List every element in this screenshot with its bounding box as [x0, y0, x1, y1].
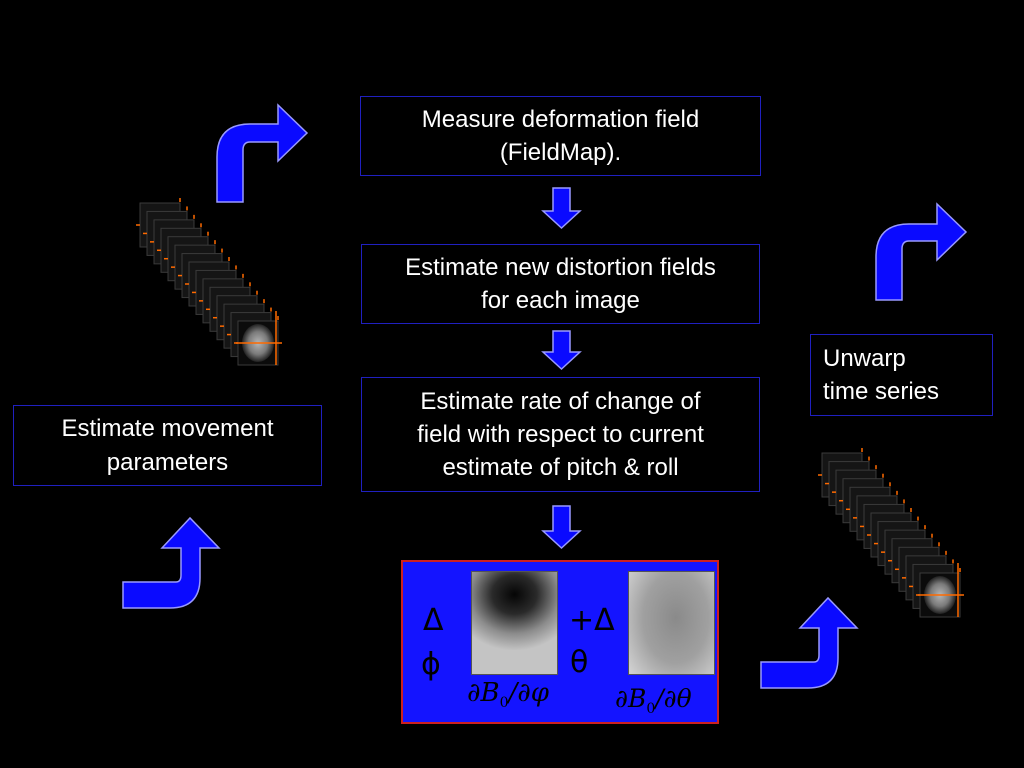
- step-text-line: Estimate new distortion fields: [405, 253, 716, 281]
- fieldmap-derivative-theta-image: [628, 571, 715, 675]
- phi-symbol: ϕ: [421, 647, 441, 682]
- formula-sub: 0: [646, 701, 656, 717]
- formula-partial: ∂: [467, 678, 481, 708]
- step-estimate-movement: Estimate movement parameters: [13, 405, 322, 486]
- down-arrow-icon: [541, 505, 582, 550]
- brain-volume-stack-icon: [818, 448, 964, 618]
- theta-symbol: θ: [570, 645, 589, 680]
- step-text-line: estimate of pitch & roll: [442, 454, 679, 482]
- curved-arrow-icon: [216, 103, 309, 203]
- step-text-line: Estimate rate of change of: [420, 387, 701, 415]
- derivative-equation-panel: Δ ϕ +Δ θ ∂B0/∂φ ∂B0/∂θ: [401, 560, 719, 724]
- brain-volume-stack-icon: [136, 198, 282, 366]
- formula-wrt: φ: [530, 678, 549, 708]
- step-text-line: for each image: [481, 287, 640, 314]
- formula-var: B: [627, 684, 647, 713]
- curved-arrow-icon: [122, 516, 221, 609]
- down-arrow-icon: [541, 187, 582, 230]
- formula-partial: ∂: [615, 684, 628, 713]
- step-measure-fieldmap: Measure deformation field (FieldMap).: [360, 96, 761, 176]
- step-estimate-distortion: Estimate new distortion fields for each …: [361, 244, 760, 324]
- step-text-line: parameters: [106, 448, 229, 476]
- fieldmap-derivative-phi-image: [471, 571, 558, 675]
- formula-slash: /∂: [508, 678, 531, 708]
- down-arrow-icon: [541, 330, 582, 371]
- formula-wrt: θ: [676, 684, 692, 713]
- curved-arrow-icon: [760, 596, 859, 689]
- plus-delta-symbol: +Δ: [569, 603, 615, 638]
- step-text-line: Measure deformation field: [421, 105, 700, 133]
- formula-var: B: [480, 678, 500, 708]
- curved-arrow-icon: [875, 202, 968, 301]
- step-text-line: Unwarp: [823, 344, 906, 372]
- step-text-line: (FieldMap).: [499, 139, 622, 166]
- step-unwarp-time-series: Unwarp time series: [810, 334, 993, 416]
- formula-dB0-dtheta: ∂B0/∂θ: [615, 686, 692, 716]
- formula-slash: /∂: [655, 684, 677, 713]
- formula-sub: 0: [499, 695, 509, 712]
- delta-symbol: Δ: [423, 603, 444, 638]
- formula-dB0-dphi: ∂B0/∂φ: [467, 680, 549, 710]
- step-text-line: time series: [823, 378, 940, 405]
- step-estimate-rate-of-change: Estimate rate of change of field with re…: [361, 377, 760, 492]
- step-text-line: Estimate movement: [61, 415, 274, 443]
- step-text-line: field with respect to current: [417, 420, 704, 448]
